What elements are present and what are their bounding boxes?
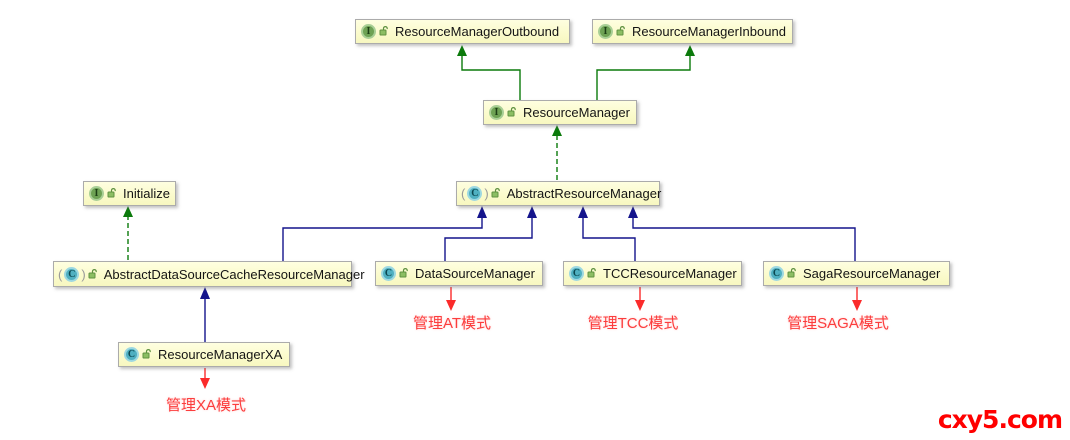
open-lock-icon (379, 26, 388, 36)
arrowhead-adscrm-arm (477, 206, 487, 218)
open-lock-icon (787, 268, 796, 278)
open-lock-icon (507, 107, 516, 117)
node-datasource-manager[interactable]: C DataSourceManager (375, 261, 543, 286)
arrowhead-rm-outbound (457, 45, 467, 56)
node-label: DataSourceManager (415, 266, 535, 281)
node-label: ResourceManagerXA (158, 347, 283, 362)
node-resource-manager-outbound[interactable]: I ResourceManagerOutbound (355, 19, 570, 44)
arrowhead-xa-adscrm (200, 287, 210, 299)
node-label: AbstractResourceManager (506, 186, 662, 201)
open-lock-icon (587, 268, 596, 278)
node-label: ResourceManager (523, 105, 630, 120)
node-tcc-resource-manager[interactable]: C TCCResourceManager (563, 261, 742, 286)
extends-connector-rm-outbound (461, 55, 521, 100)
open-lock-icon (142, 349, 151, 359)
class-icon: C (381, 266, 396, 281)
abstract-class-icon: ) (81, 266, 86, 282)
node-label: TCCResourceManager (603, 266, 737, 281)
extends-connector-dsm-arm (444, 218, 533, 261)
arrowhead-tcc-arm (578, 206, 588, 218)
note-tcc-mode: 管理TCC模式 (587, 315, 679, 332)
node-resource-manager-xa[interactable]: C ResourceManagerXA (118, 342, 290, 367)
note-arrowhead-saga (852, 300, 862, 311)
open-lock-icon (107, 188, 116, 198)
class-icon: C (569, 266, 584, 281)
note-xa-mode: 管理XA模式 (165, 397, 247, 414)
class-icon: C (769, 266, 784, 281)
abstract-class-icon: ( (461, 186, 466, 201)
note-arrowhead-tcc (635, 300, 645, 311)
node-initialize[interactable]: I Initialize (83, 181, 176, 206)
note-at-mode: 管理AT模式 (412, 315, 492, 332)
open-lock-icon (399, 268, 408, 278)
interface-icon: I (361, 24, 376, 39)
note-saga-mode: 管理SAGA模式 (787, 315, 889, 332)
arrowhead-arm-rm (552, 125, 562, 136)
note-arrowhead-xa (200, 378, 210, 389)
abstract-class-icon: ( (58, 266, 63, 282)
interface-icon: I (489, 105, 504, 120)
watermark-text: cxy5.com (937, 405, 1063, 434)
arrowhead-rm-inbound (685, 45, 695, 56)
note-arrowhead-at (446, 300, 456, 311)
node-abstract-resource-manager[interactable]: ( C ) AbstractResourceManager (456, 181, 662, 206)
node-label: Initialize (123, 186, 170, 201)
interface-icon: I (598, 24, 613, 39)
class-icon: C (124, 347, 139, 362)
extends-connector-saga-arm (632, 218, 856, 261)
node-label: ResourceManagerOutbound (395, 24, 560, 39)
arrowhead-dsm-arm (527, 206, 537, 218)
interface-icon: I (89, 186, 104, 201)
open-lock-icon (491, 188, 500, 198)
open-lock-icon (88, 268, 97, 278)
node-abstract-datasource-cache-resource-manager[interactable]: ( C ) AbstractDataSourceCacheResourceMan… (53, 261, 365, 287)
arrowhead-saga-arm (628, 206, 638, 218)
node-resource-manager-inbound[interactable]: I ResourceManagerInbound (592, 19, 793, 44)
extends-connector-rm-inbound (596, 55, 691, 100)
extends-connector-tcc-arm (582, 218, 636, 261)
abstract-class-icon: ) (484, 186, 489, 201)
node-saga-resource-manager[interactable]: C SagaResourceManager (763, 261, 950, 286)
node-label: ResourceManagerInbound (632, 24, 786, 39)
open-lock-icon (616, 26, 625, 36)
node-label: SagaResourceManager (803, 266, 941, 281)
class-icon: C (64, 266, 80, 282)
extends-connector-adscrm-arm (282, 218, 483, 261)
arrowhead-adscrm-init (123, 206, 133, 217)
class-icon: C (467, 186, 483, 201)
node-label: AbstractDataSourceCacheResourceManager (103, 266, 365, 282)
node-resource-manager[interactable]: I ResourceManager (483, 100, 637, 125)
